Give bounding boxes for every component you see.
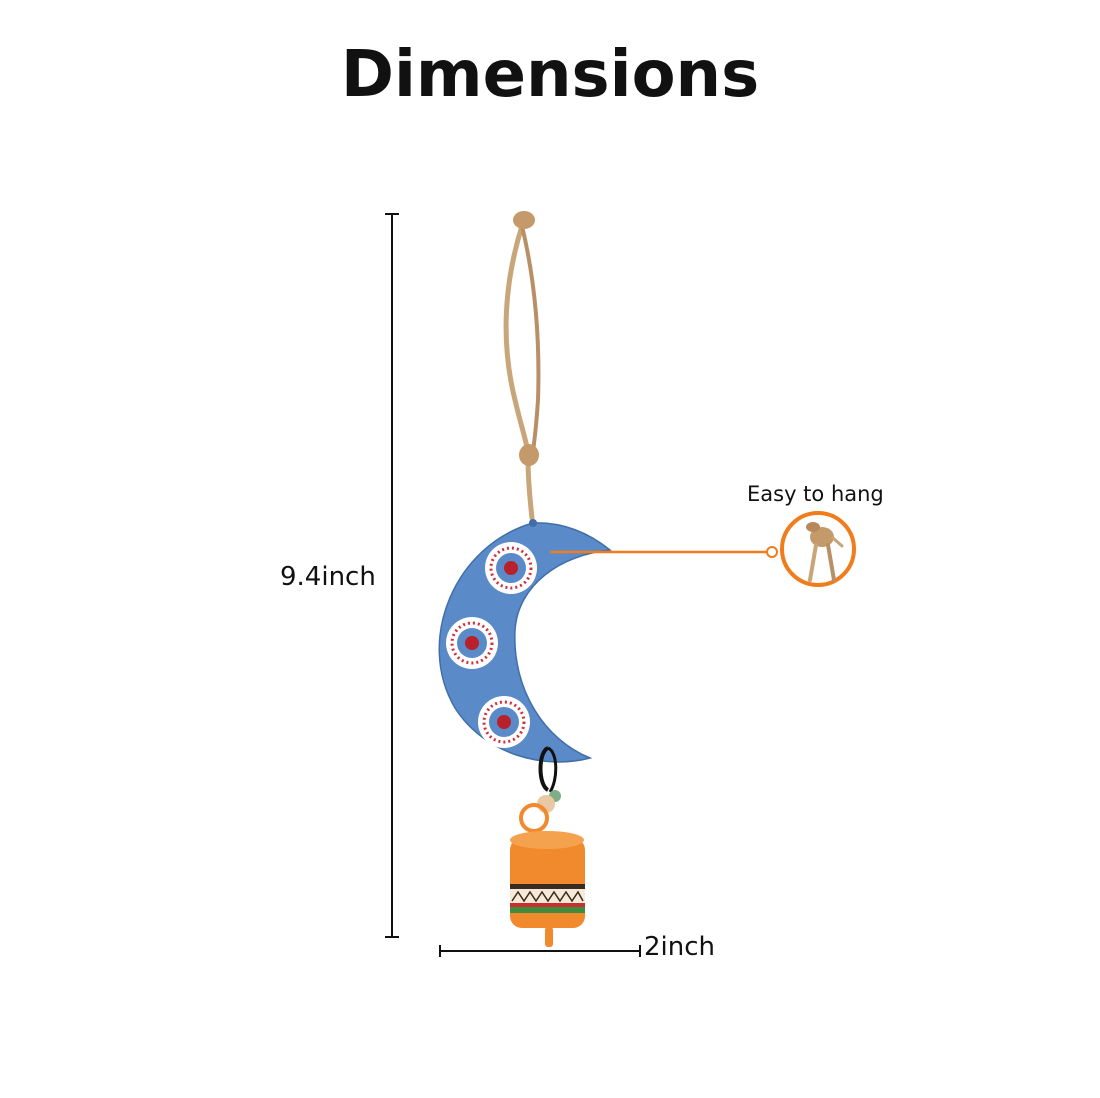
zoomed-rope-knot	[806, 522, 844, 582]
moon-pattern-circle-top	[485, 542, 537, 594]
callout-label: Easy to hang	[747, 482, 884, 506]
moon-pattern-circle-bottom	[478, 696, 530, 748]
jute-rope	[503, 211, 541, 521]
rope-knot	[519, 444, 539, 466]
rope-top-knot	[513, 211, 535, 229]
height-dimension-line	[385, 213, 399, 938]
width-dimension-line	[439, 945, 641, 957]
moon-pattern-circle-middle	[446, 617, 498, 669]
crescent-moon	[438, 519, 612, 763]
bell-hanger	[519, 746, 561, 833]
callout-pointer	[550, 511, 856, 587]
bell	[510, 831, 585, 947]
width-label: 2inch	[644, 932, 716, 962]
page-title: Dimensions	[340, 38, 760, 112]
height-label: 9.4inch	[280, 562, 376, 592]
callout-zoom-circle	[780, 511, 856, 587]
